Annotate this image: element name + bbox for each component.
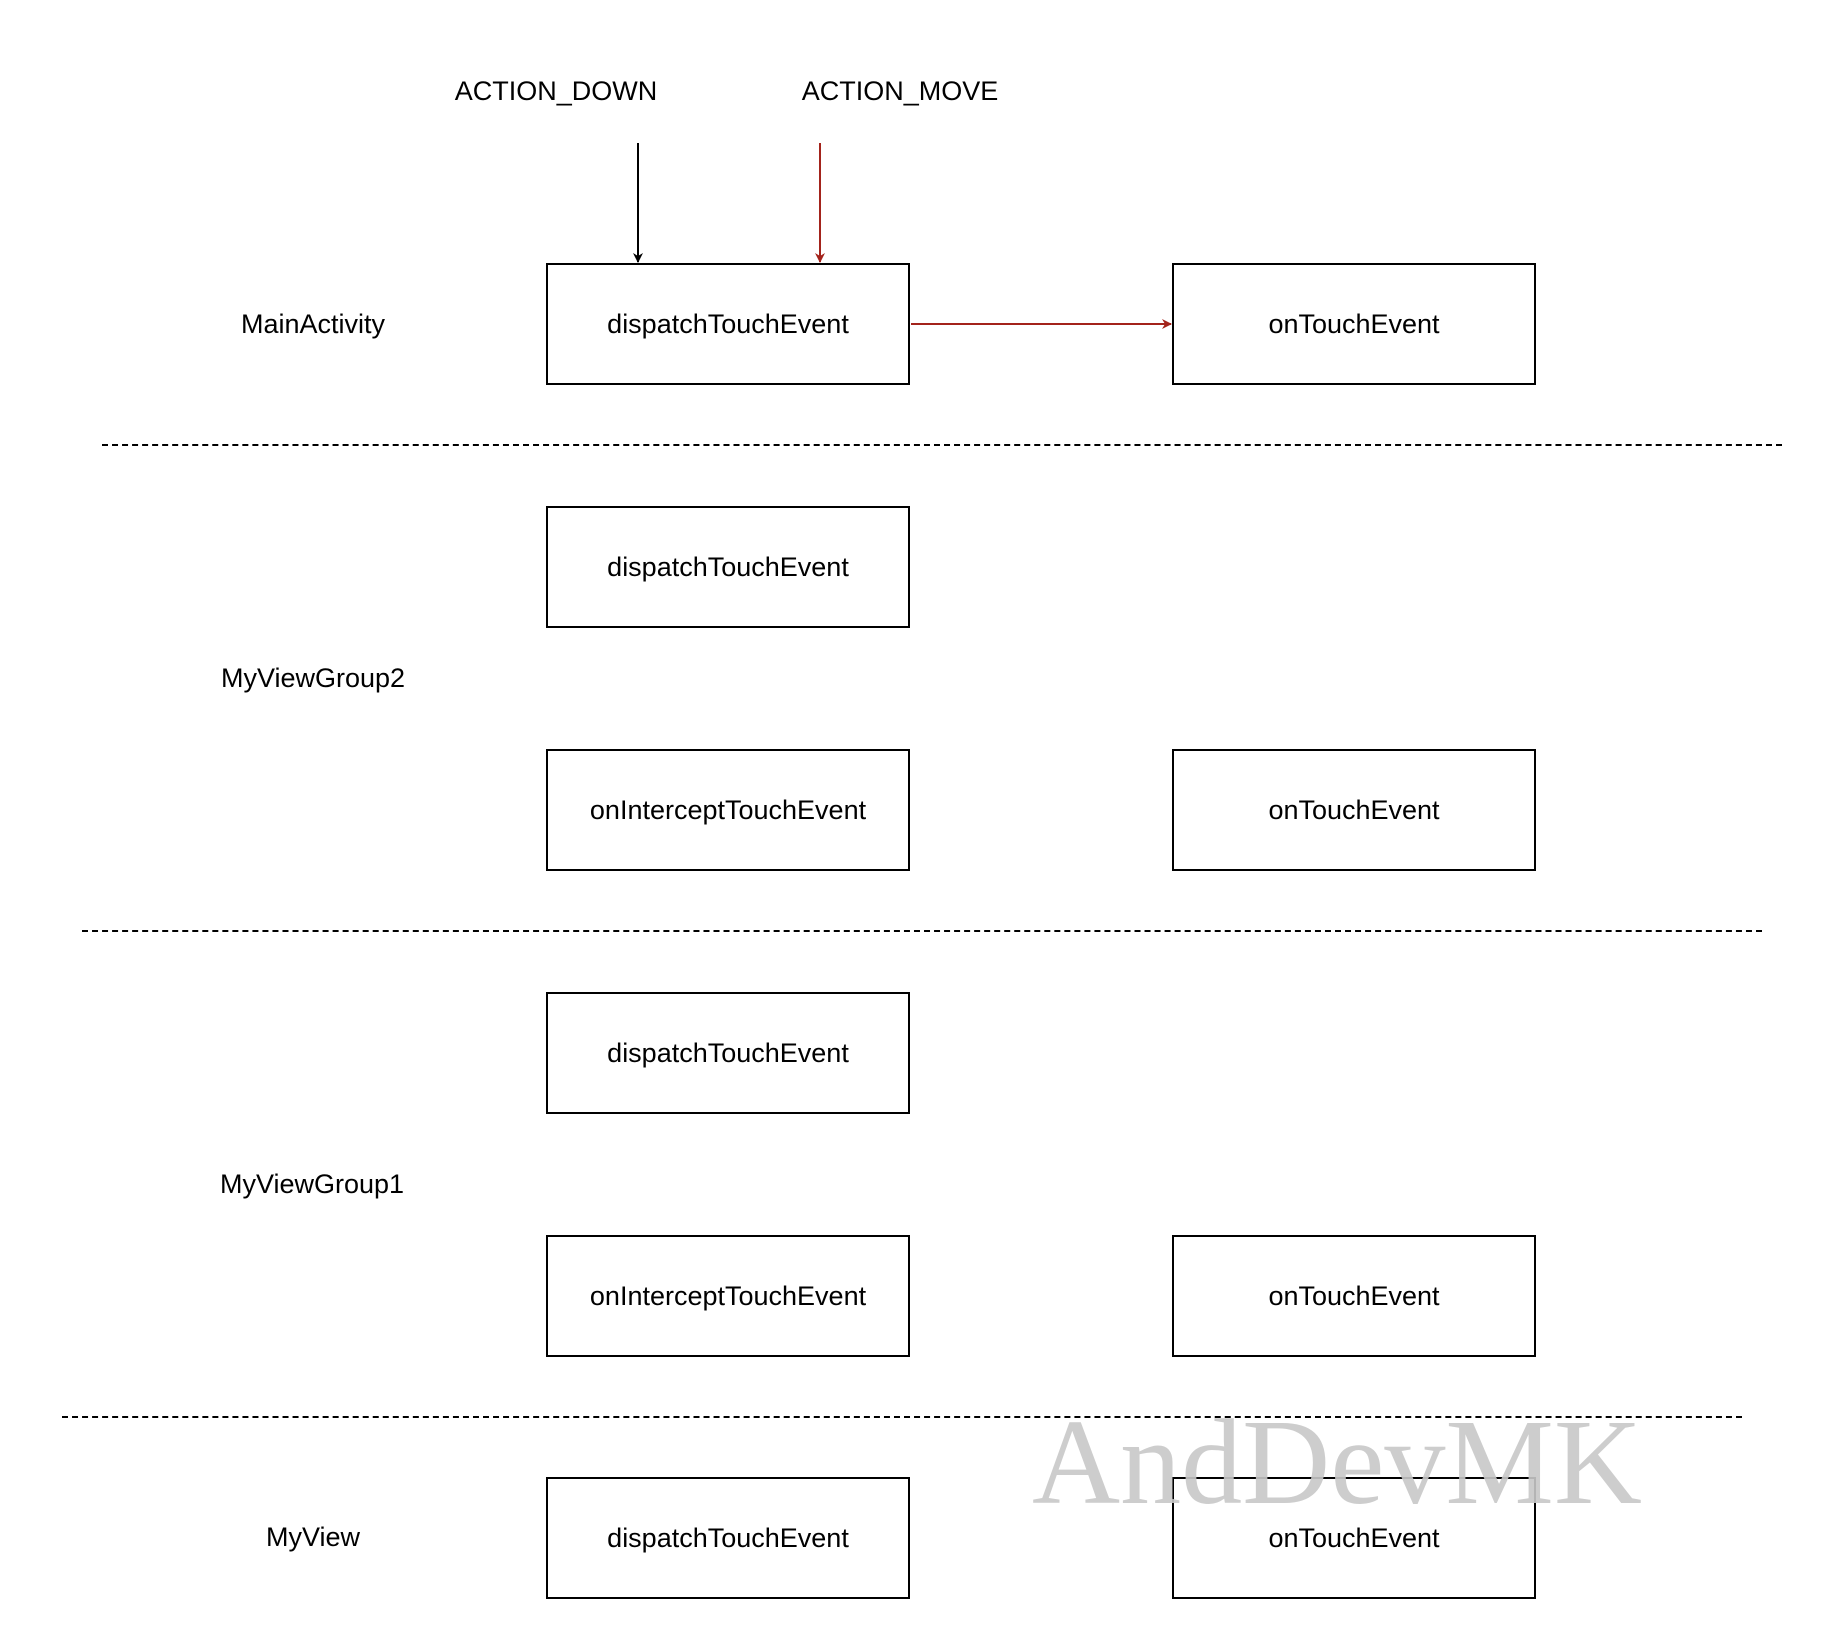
my-view-on-touch-text: onTouchEvent [1268, 1522, 1440, 1553]
layer-label-my-view-group2: MyViewGroup2 [220, 663, 406, 693]
main-activity-on-touch-text: onTouchEvent [1268, 308, 1440, 339]
action-down-label: ACTION_DOWN [454, 76, 658, 106]
view-group2-on-touch-text: onTouchEvent [1268, 794, 1440, 825]
action-move-label: ACTION_MOVE [801, 76, 999, 106]
view-group2-dispatch-text: dispatchTouchEvent [607, 551, 849, 582]
main-activity-dispatch-text: dispatchTouchEvent [607, 308, 849, 339]
layer-label-my-view: MyView [265, 1522, 361, 1552]
view-group1-on-touch-box: onTouchEvent [1172, 1235, 1536, 1357]
view-group1-intercept-box: onInterceptTouchEvent [546, 1235, 910, 1357]
view-group2-intercept-text: onInterceptTouchEvent [589, 794, 867, 825]
divider-view-group1-view [62, 1416, 1742, 1418]
main-activity-on-touch-box: onTouchEvent [1172, 263, 1536, 385]
my-view-dispatch-box: dispatchTouchEvent [546, 1477, 910, 1599]
watermark-logo: AndDevMK [1032, 1395, 1642, 1530]
divider-main-activity-view-group2 [102, 444, 1782, 446]
view-group1-dispatch-text: dispatchTouchEvent [607, 1037, 849, 1068]
my-view-on-touch-box: onTouchEvent [1172, 1477, 1536, 1599]
view-group2-on-touch-box: onTouchEvent [1172, 749, 1536, 871]
layer-label-my-view-group1: MyViewGroup1 [219, 1169, 405, 1199]
my-view-dispatch-text: dispatchTouchEvent [607, 1522, 849, 1553]
main-activity-dispatch-box: dispatchTouchEvent [546, 263, 910, 385]
view-group2-dispatch-box: dispatchTouchEvent [546, 506, 910, 628]
view-group2-intercept-box: onInterceptTouchEvent [546, 749, 910, 871]
view-group1-dispatch-box: dispatchTouchEvent [546, 992, 910, 1114]
view-group1-on-touch-text: onTouchEvent [1268, 1280, 1440, 1311]
divider-view-group2-view-group1 [82, 930, 1762, 932]
layer-label-main-activity: MainActivity [240, 309, 386, 339]
view-group1-intercept-text: onInterceptTouchEvent [589, 1280, 867, 1311]
